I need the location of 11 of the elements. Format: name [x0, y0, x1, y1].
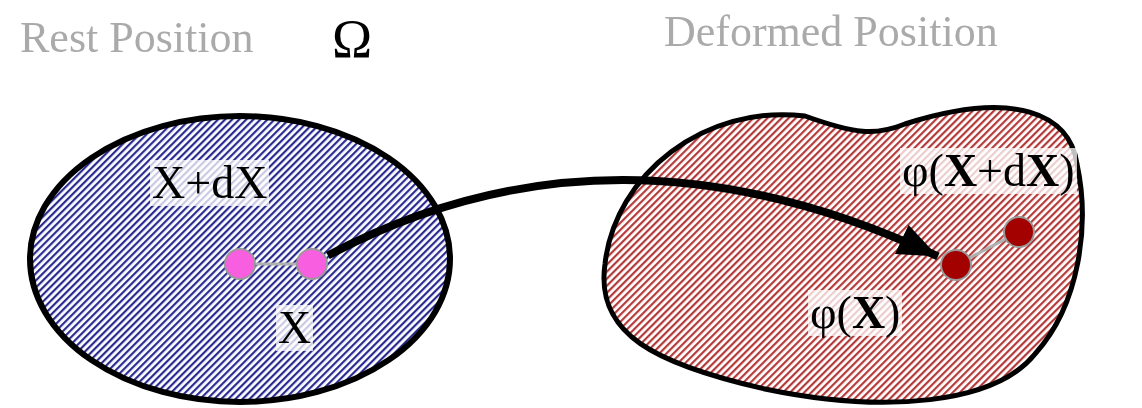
symbol-label: Ω [332, 12, 373, 66]
position-label: φ(X) [808, 290, 903, 336]
position-label: X+dX [150, 160, 270, 206]
connector-line [256, 262, 296, 266]
connector-line [969, 238, 1006, 259]
position-label: φ(X+dX) [900, 148, 1077, 194]
rest-region-ellipse [26, 112, 454, 406]
mapping-arrow [326, 176, 940, 261]
heading-text: Deformed Position [664, 10, 998, 54]
heading-text: Rest Position [20, 16, 254, 60]
position-label: X [276, 305, 314, 351]
